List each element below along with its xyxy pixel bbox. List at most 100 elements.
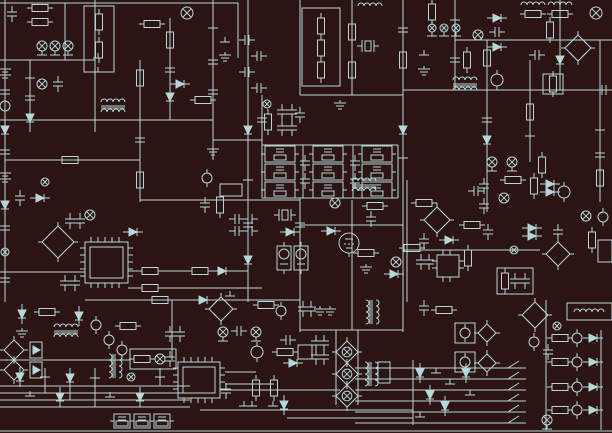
res-symbol xyxy=(252,375,260,401)
tbar-symbol xyxy=(525,131,535,137)
cap-symbol xyxy=(208,54,218,70)
dio-symbol xyxy=(487,42,507,52)
lamp-symbol xyxy=(180,6,194,20)
dio-symbol xyxy=(17,304,27,324)
res-symbol xyxy=(95,37,103,63)
cap-symbol xyxy=(65,213,75,229)
cap-symbol xyxy=(25,90,35,106)
tbar-symbol xyxy=(105,392,115,398)
bridge-symbol xyxy=(332,381,362,411)
bridge-symbol xyxy=(474,350,500,376)
cap-symbol xyxy=(277,120,287,136)
cap-symbol xyxy=(70,275,80,291)
cap-symbol xyxy=(398,22,408,38)
lamp-symbol xyxy=(486,156,498,172)
res-symbol xyxy=(463,47,471,73)
cap-symbol xyxy=(0,220,10,236)
boxcircle-symbol xyxy=(293,242,309,274)
dio-symbol xyxy=(415,363,425,383)
sw-symbol xyxy=(502,415,526,424)
dio-symbol xyxy=(283,358,303,368)
tr-symbol xyxy=(0,97,11,115)
tbar-symbol xyxy=(93,53,103,59)
res-symbol xyxy=(547,358,573,366)
tbar-symbol xyxy=(208,23,218,29)
tbar-symbol xyxy=(445,379,455,385)
box-symbol xyxy=(219,183,243,197)
xfmr-symbol xyxy=(452,76,478,91)
cap-symbol xyxy=(350,155,360,171)
res-symbol xyxy=(190,96,216,104)
cap-symbol xyxy=(489,27,505,37)
cell-symbol xyxy=(358,145,396,163)
cell-symbol xyxy=(261,163,299,181)
tr-symbol xyxy=(250,342,264,362)
lamp-symbol xyxy=(154,353,166,365)
lamp-symbol xyxy=(84,209,96,221)
lamp-symbol xyxy=(427,23,437,37)
res-symbol xyxy=(399,47,407,73)
cap-symbol xyxy=(251,83,267,93)
tr-symbol xyxy=(571,329,583,347)
cap-symbol xyxy=(366,211,376,227)
res-symbol xyxy=(431,306,457,314)
arrowbox-symbol xyxy=(29,341,43,359)
xfmr-symbol xyxy=(365,299,380,325)
cap-symbol xyxy=(287,120,297,136)
res-symbol xyxy=(166,27,174,53)
box-symbol xyxy=(566,302,612,321)
tbar-symbol xyxy=(239,401,249,407)
res-symbol xyxy=(95,9,103,35)
xfmr-symbol xyxy=(108,353,123,379)
dio-symbol xyxy=(15,367,25,387)
cap-symbol xyxy=(221,383,231,399)
res-symbol xyxy=(253,301,279,309)
res-symbol xyxy=(136,167,144,193)
cap-symbol xyxy=(295,107,305,123)
ic-symbol xyxy=(80,237,133,288)
cell-symbol xyxy=(150,413,174,429)
cap-symbol xyxy=(295,217,305,233)
lamp-symbol xyxy=(509,245,519,255)
dio-symbol xyxy=(74,306,84,326)
dio-symbol xyxy=(583,333,603,343)
tbar-symbol xyxy=(419,50,429,56)
dio-symbol xyxy=(25,108,35,128)
dio-symbol xyxy=(384,269,404,279)
cap-symbol xyxy=(277,104,287,120)
res-symbol xyxy=(546,17,554,43)
dio-symbol xyxy=(165,87,175,107)
gnd-symbol xyxy=(418,66,430,76)
dio-symbol xyxy=(212,266,232,276)
cap-symbol xyxy=(165,326,175,342)
res-symbol xyxy=(270,375,278,401)
tr-symbol xyxy=(201,169,213,187)
dio-symbol xyxy=(280,227,300,237)
gnd-symbol xyxy=(324,306,336,316)
cap-symbol xyxy=(468,186,484,196)
tr-symbol xyxy=(571,378,583,396)
box-symbol xyxy=(377,361,391,384)
cap-symbol xyxy=(0,144,10,160)
res-symbol xyxy=(115,322,141,330)
lamp-symbol xyxy=(451,23,461,37)
res-symbol xyxy=(588,227,596,253)
dio-symbol xyxy=(522,231,542,241)
wire xyxy=(0,2,239,58)
cap-symbol xyxy=(319,349,329,365)
arrowbox-symbol xyxy=(29,361,43,379)
res-symbol xyxy=(538,152,546,178)
dio-symbol xyxy=(170,79,190,89)
tbar-symbol xyxy=(398,153,408,159)
gnd-symbol xyxy=(207,146,219,156)
tr-symbol xyxy=(490,70,504,90)
lamp-symbol xyxy=(541,414,553,430)
gnd-symbol xyxy=(334,100,346,110)
xfmr-symbol xyxy=(53,323,79,338)
cap-symbol xyxy=(510,273,520,289)
box-symbol xyxy=(496,267,534,295)
lamp-symbol xyxy=(62,40,74,56)
lamp-symbol xyxy=(580,210,592,222)
cap-symbol xyxy=(543,344,553,360)
dio-symbol xyxy=(439,235,459,245)
